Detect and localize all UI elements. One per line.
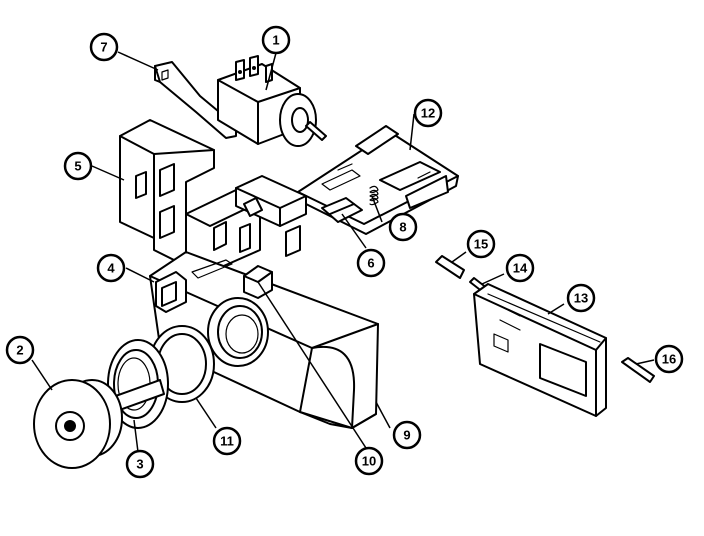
callout-16: 16	[654, 344, 684, 374]
part-1-switch	[217, 55, 327, 147]
part-7-bracket	[154, 61, 237, 139]
part-2-knob	[33, 379, 165, 469]
callout-15-label: 15	[474, 237, 488, 252]
callout-10-label: 10	[362, 454, 376, 469]
leader-lines	[31, 51, 655, 453]
callout-10: 10	[354, 446, 384, 476]
callout-16-label: 16	[662, 352, 676, 367]
callout-4: 4	[96, 253, 126, 283]
callout-8-label: 8	[399, 220, 406, 235]
callout-4-label: 4	[107, 261, 115, 276]
callout-6-label: 6	[367, 256, 374, 271]
callout-3-label: 3	[136, 457, 143, 472]
callout-14: 14	[505, 253, 535, 283]
callout-7: 7	[89, 32, 119, 62]
callout-1: 1	[261, 25, 291, 55]
callout-7-label: 7	[100, 40, 107, 55]
callout-13-label: 13	[574, 291, 588, 306]
callout-2: 2	[5, 335, 35, 365]
callout-14-label: 14	[513, 261, 528, 276]
callout-5-label: 5	[74, 159, 81, 174]
callout-6: 6	[356, 248, 386, 278]
part-15-pin	[435, 255, 465, 279]
part-8-spring	[369, 185, 379, 206]
callout-15: 15	[466, 229, 496, 259]
callout-1-label: 1	[272, 33, 279, 48]
callout-12: 12	[413, 98, 443, 128]
callout-3: 3	[125, 449, 155, 479]
part-13-panel	[473, 283, 607, 417]
callout-2-label: 2	[16, 343, 23, 358]
callout-9: 9	[392, 420, 422, 450]
callout-9-label: 9	[403, 428, 410, 443]
callout-11: 11	[212, 426, 242, 456]
part-12-lever	[297, 125, 459, 235]
callout-11-label: 11	[220, 434, 234, 449]
callout-8: 8	[388, 212, 418, 242]
callout-5: 5	[63, 151, 93, 181]
callout-12-label: 12	[421, 106, 435, 121]
part-9-housing	[149, 251, 379, 429]
part-6-clip	[321, 197, 363, 223]
part-16-pin	[621, 357, 655, 383]
callout-13: 13	[566, 283, 596, 313]
part-5-frame	[119, 119, 307, 273]
